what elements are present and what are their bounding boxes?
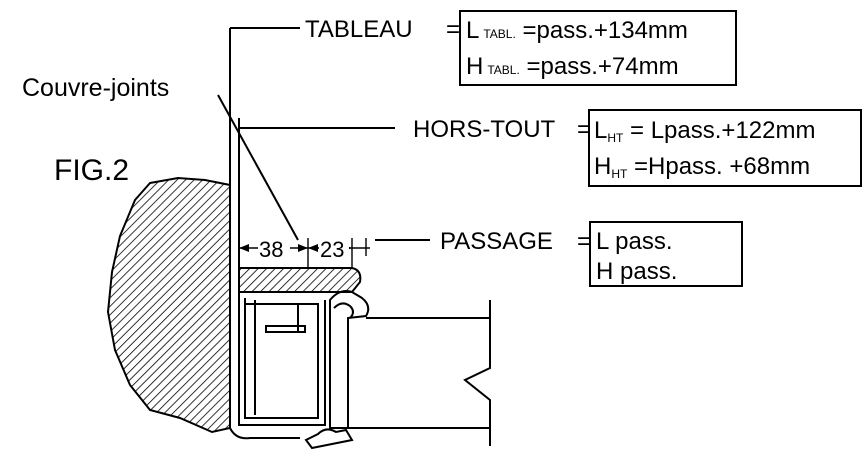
dimension-right-value: 23 (320, 237, 344, 262)
couvre-joints-label: Couvre-joints (22, 74, 169, 102)
passage-label: PASSAGE (440, 228, 553, 255)
cover-joint (238, 267, 362, 293)
hors-tout-width-formula: LHT = Lpass.+122mm (594, 117, 815, 145)
figure-label: FIG.2 (54, 154, 129, 187)
wall-hatched (106, 176, 231, 434)
frame-profile (238, 292, 326, 426)
passage-height-value: H pass. (596, 258, 677, 285)
dim-arrow-mid-l (298, 244, 308, 252)
leaf-gasket-bottom (304, 428, 354, 450)
frame-inner-lip (265, 325, 306, 333)
dimension-left-value: 38 (259, 237, 283, 262)
passage-equals: = (577, 228, 591, 255)
passage-width-value: L pass. (596, 228, 673, 255)
break-line (463, 300, 491, 446)
hors-tout-height-formula: HHT =Hpass. +68mm (594, 153, 810, 181)
frame-bottom-corner (229, 427, 300, 440)
couvre-joints-leader (217, 94, 299, 241)
hors-tout-label: HORS-TOUT (413, 116, 556, 143)
hors-tout-equals: = (577, 116, 591, 143)
leaf-gasket-top (333, 302, 354, 319)
dim-arrow-left (239, 244, 249, 252)
dim-arrow-mid-r (308, 244, 318, 252)
leaf-profile (329, 290, 370, 429)
passage-box (589, 221, 743, 287)
tableau-label: TABLEAU (305, 16, 413, 43)
leaf-body (348, 317, 490, 429)
tableau-box (459, 10, 737, 86)
frame-inner-hook (254, 300, 299, 415)
hors-tout-box (588, 109, 862, 187)
tableau-equals: = (446, 16, 460, 43)
